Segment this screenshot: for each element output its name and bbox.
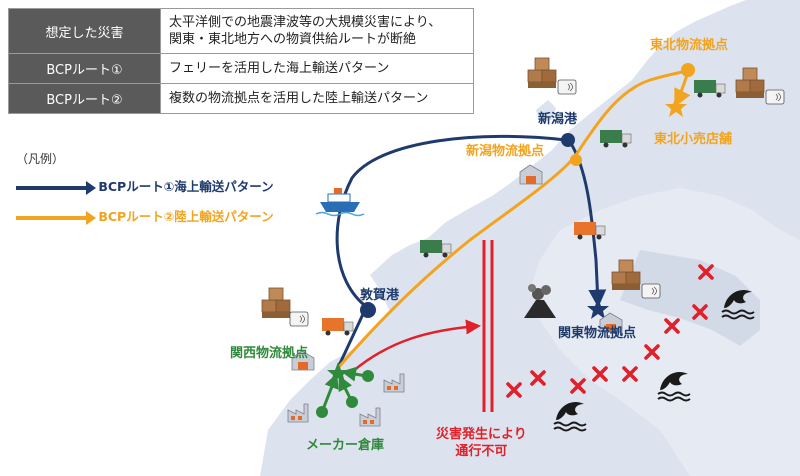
kanto-peninsula — [620, 250, 760, 346]
land-route-niigata-to-tohoku — [572, 68, 691, 159]
blocked-route-arrow — [351, 319, 481, 373]
tsuruga-port-node — [360, 302, 376, 318]
tohoku-hub-label: 東北物流拠点 — [650, 38, 729, 53]
sea-route-kansai-to-tsuruga — [334, 311, 366, 373]
tsuruga-port-label: 敦賀港 — [360, 288, 400, 303]
ferry-icon — [315, 188, 365, 217]
table-key: BCPルート② — [8, 83, 161, 114]
disaster-notice-line: 災害発生により — [436, 427, 527, 442]
rfid-tag-icon-niigata — [557, 79, 577, 95]
arrow-right-icon — [16, 210, 96, 225]
rfid-tag-icon-tohoku — [765, 89, 785, 105]
legend-label: BCPルート②陸上輸送パターン — [98, 209, 274, 224]
niigata-port-node — [561, 133, 575, 147]
tohoku-hub-node — [681, 63, 695, 77]
arrow-right-icon — [16, 180, 96, 195]
table-row: 想定した災害 太平洋側での地震津波等の大規模災害により、 関東・東北地方への物資… — [8, 8, 474, 54]
table-value: フェリーを活用した海上輸送パターン — [160, 53, 474, 84]
legend-item-sea-route: BCPルート①海上輸送パターン — [16, 176, 274, 195]
rfid-tag-icon-kansai — [289, 311, 309, 327]
sea-route-tsuruga-to-niigata — [335, 134, 567, 310]
table-key: 想定した災害 — [8, 8, 161, 54]
kanto-hub-label: 関東物流拠点 — [558, 326, 637, 341]
kansai-hub-label: 関西物流拠点 — [230, 346, 309, 361]
manufacturer-network — [316, 366, 374, 418]
table-value: 太平洋側での地震津波等の大規模災害により、 関東・東北地方への物資供給ルートが断… — [160, 8, 474, 54]
legend-item-land-route: BCPルート②陸上輸送パターン — [16, 206, 274, 225]
table-key: BCPルート① — [8, 53, 161, 84]
disaster-notice-line: 通行不可 — [455, 444, 508, 459]
tohoku-store-star — [665, 96, 687, 117]
table-value-line: 太平洋側での地震津波等の大規模災害により、 — [169, 15, 442, 30]
table-row: BCPルート② 複数の物流拠点を活用した陸上輸送パターン — [8, 83, 474, 114]
table-value-line: 関東・東北地方への物資供給ルートが断絶 — [169, 32, 417, 47]
box-stack-icon-kansai — [261, 287, 291, 319]
maker-warehouse-label: メーカー倉庫 — [306, 438, 385, 453]
legend-label: BCPルート①海上輸送パターン — [98, 179, 274, 194]
table-value: 複数の物流拠点を活用した陸上輸送パターン — [160, 83, 474, 114]
land-route-kansai-to-niigata — [336, 158, 574, 369]
tohoku-store-label: 東北小売店舗 — [654, 132, 733, 147]
truck-icon-tsuruga — [321, 317, 354, 336]
kanto-hub-star — [587, 298, 609, 319]
scenario-table: 想定した災害 太平洋側での地震津波等の大規模災害により、 関東・東北地方への物資… — [8, 8, 474, 114]
disaster-notice-label: 災害発生により 通行不可 — [436, 426, 527, 460]
box-stack-icon-niigata — [527, 57, 557, 89]
road-closure-barrier — [482, 240, 494, 412]
niigata-hub-node — [570, 154, 582, 166]
table-row: BCPルート① フェリーを活用した海上輸送パターン — [8, 53, 474, 84]
niigata-hub-label: 新潟物流拠点 — [466, 144, 545, 159]
sado-island — [536, 100, 556, 122]
niigata-port-label: 新潟港 — [538, 112, 578, 127]
legend-heading: （凡例） — [16, 152, 65, 166]
rfid-tag-icon-kanto — [641, 283, 661, 299]
kansai-hub-star — [327, 362, 349, 383]
volcano-icon — [524, 284, 556, 318]
